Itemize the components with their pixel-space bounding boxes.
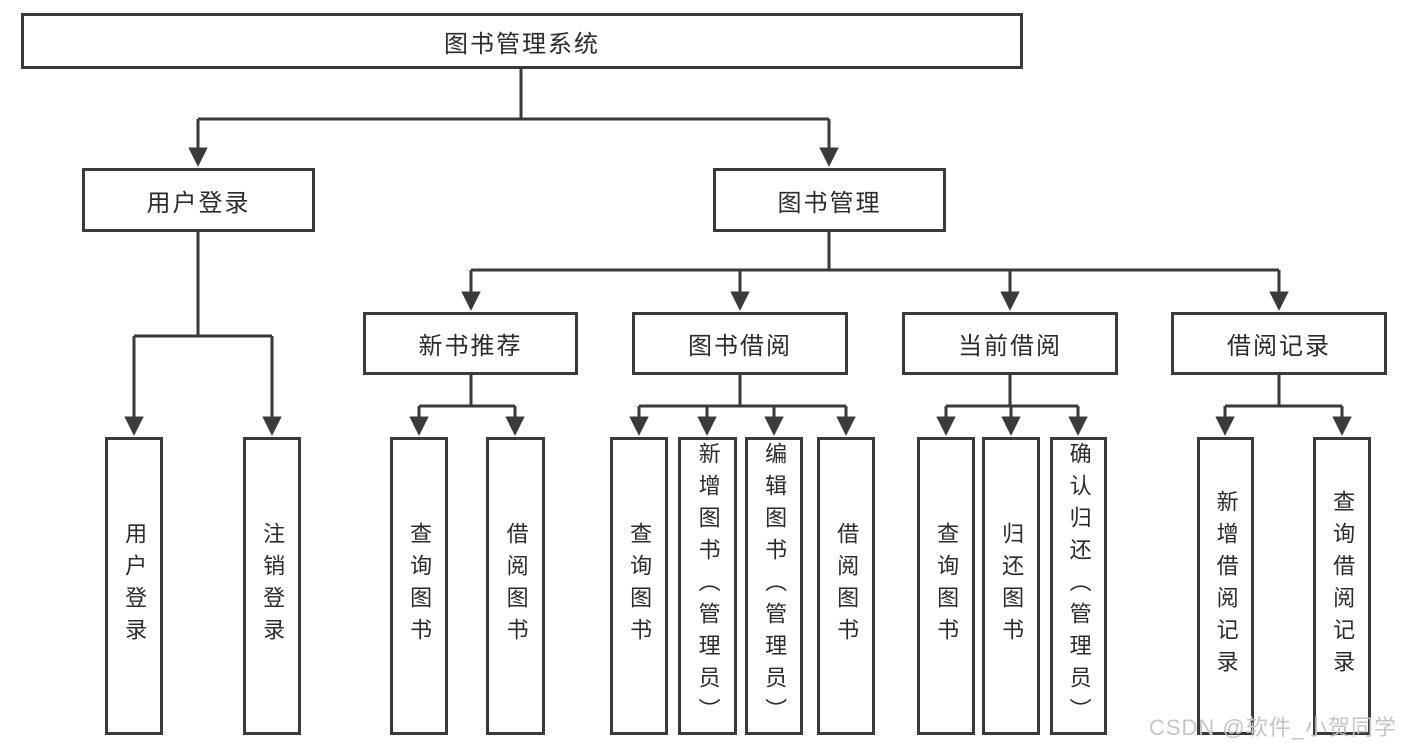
leaf-search-borrow-record: 查询借阅记录 — [1313, 437, 1371, 735]
connector-borrowing-records — [1215, 375, 1352, 436]
leaf-search-books-recommend: 查询图书 — [390, 437, 448, 735]
node-user-login: 用户登录 — [82, 168, 315, 232]
node-book-management: 图书管理 — [713, 168, 946, 232]
leaf-return-books: 归还图书 — [982, 437, 1040, 735]
node-label: 查询图书 — [407, 522, 433, 650]
node-label: 注销登录 — [260, 522, 286, 650]
node-borrowing-records: 借阅记录 — [1171, 312, 1387, 375]
leaf-search-books-current: 查询图书 — [917, 437, 975, 735]
connector-book-management — [461, 232, 1289, 311]
node-book-borrowing: 图书借阅 — [632, 312, 848, 375]
node-label: 归还图书 — [999, 522, 1025, 650]
connector-user-login — [124, 232, 282, 436]
node-current-borrowing: 当前借阅 — [902, 312, 1118, 375]
connector-book-borrowing — [629, 375, 856, 436]
node-label: 借阅记录 — [1227, 333, 1331, 360]
leaf-edit-books-admin: 编辑图书（管理员） — [745, 437, 803, 735]
node-label: 查询图书 — [627, 522, 653, 650]
leaf-add-books-admin: 新增图书（管理员） — [678, 437, 737, 735]
leaf-add-borrow-record: 新增借阅记录 — [1197, 437, 1254, 735]
connector-new-book-recommendation — [409, 375, 525, 436]
node-label: 借阅图书 — [503, 522, 529, 650]
node-label: 图书管理系统 — [444, 30, 600, 58]
node-new-book-recommendation: 新书推荐 — [363, 312, 578, 375]
node-label: 借阅图书 — [834, 522, 860, 650]
node-label: 新书推荐 — [418, 333, 523, 360]
node-library-management-system: 图书管理系统 — [21, 13, 1023, 69]
watermark: CSDN @软件_小贺同学 — [1148, 715, 1397, 740]
node-label: 当前借阅 — [958, 333, 1062, 360]
leaf-search-books-borrowing: 查询图书 — [610, 437, 668, 735]
connector-current-borrowing — [936, 375, 1088, 436]
leaf-borrow-books-borrowing: 借阅图书 — [817, 437, 875, 735]
node-label: 新增借阅记录 — [1213, 490, 1239, 682]
node-label: 查询借阅记录 — [1330, 490, 1356, 682]
leaf-confirm-return-admin: 确认归还（管理员） — [1050, 437, 1107, 735]
node-label: 确认归还（管理员） — [1066, 442, 1092, 730]
node-label: 图书借阅 — [688, 333, 792, 360]
connector-root — [188, 69, 839, 167]
leaf-logout-login: 注销登录 — [243, 437, 301, 735]
node-label: 编辑图书（管理员） — [762, 442, 788, 730]
node-label: 图书管理 — [777, 189, 882, 217]
node-label: 用户登录 — [122, 522, 148, 650]
node-label: 新增图书（管理员） — [695, 442, 721, 730]
node-label: 查询图书 — [934, 522, 960, 650]
leaf-borrow-books-recommend: 借阅图书 — [486, 437, 545, 735]
node-label: 用户登录 — [146, 189, 251, 217]
leaf-user-login: 用户登录 — [105, 437, 163, 735]
